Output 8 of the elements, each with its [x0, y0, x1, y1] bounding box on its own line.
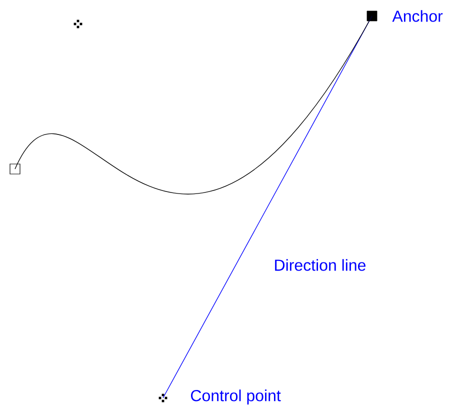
control-point — [158, 394, 168, 402]
anchor-point — [366, 10, 378, 22]
control-point — [74, 20, 82, 28]
end-point — [10, 164, 20, 174]
curve — [14, 16, 372, 194]
point-label: Control point — [191, 390, 281, 404]
point-label: Anchor — [392, 10, 443, 22]
edge-label: Direction line — [272, 258, 368, 272]
